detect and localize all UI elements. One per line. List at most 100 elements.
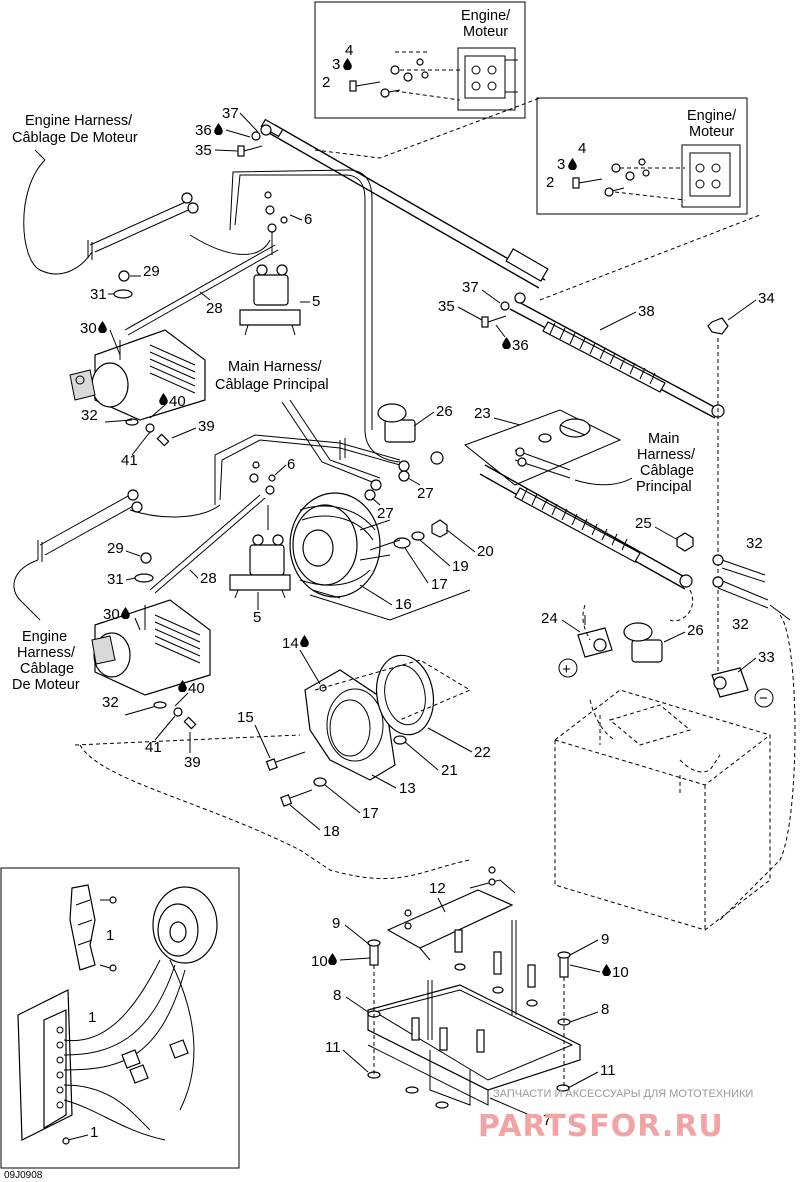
main-harness-right-3: Câblage (640, 463, 694, 479)
num-19: 19 (452, 558, 469, 575)
cable-38 (509, 214, 761, 419)
main-harness-right-2: Harness/ (637, 447, 696, 463)
drop-icon (214, 123, 223, 135)
solenoid-lower (229, 461, 291, 599)
num-31-upper: 31 (90, 286, 107, 303)
num-20: 20 (477, 543, 494, 560)
num-37: 37 (222, 105, 239, 122)
num-32-right-lower: 32 (732, 616, 749, 633)
num-29-upper: 29 (143, 263, 160, 280)
drop-icon (121, 607, 130, 619)
num-30-upper: 30 (80, 320, 97, 337)
watermark-logo: PARTSFOR.RU (478, 1109, 724, 1144)
nut-29-lower (140, 552, 152, 564)
bolt-35-37-upper (237, 124, 272, 157)
num-17-lower: 17 (362, 805, 379, 822)
inset-engine-top: 4 3 2 Engine/ Moteur (314, 1, 526, 119)
main-harness-right-1: Main (648, 431, 679, 447)
cable-38-lower (463, 409, 693, 590)
num-40-lower: 40 (188, 680, 205, 697)
negative-sign: − (759, 690, 768, 707)
num-9-right: 9 (601, 931, 609, 948)
engine-harness-lower-4: De Moteur (12, 677, 80, 693)
engine-harness-lower-1: Engine (22, 629, 67, 645)
tray-hardware (367, 920, 571, 1109)
nut-20 (431, 519, 448, 538)
num-38: 38 (638, 303, 655, 320)
engine-harness-top-1: Engine Harness/ (25, 113, 133, 129)
washer-31-upper (113, 289, 133, 299)
drop-icon (343, 58, 352, 70)
num-30-lower: 30 (103, 606, 120, 623)
num-12: 12 (429, 880, 446, 897)
num-21: 21 (441, 762, 458, 779)
num-39-upper: 39 (198, 418, 215, 435)
num-5-lower: 5 (253, 609, 261, 626)
num-33: 33 (758, 649, 775, 666)
num-27-lower: 27 (377, 505, 394, 522)
num-6-upper: 6 (304, 211, 312, 228)
num-31-lower: 31 (107, 571, 124, 588)
battery-holder-12 (386, 866, 516, 961)
drop-icon (502, 337, 511, 349)
drop-icon (300, 635, 309, 647)
connector-26-lower (623, 622, 663, 663)
num-5-upper: 5 (312, 293, 320, 310)
engine-harness-wires-lower (13, 489, 221, 621)
washer-17 (393, 537, 411, 549)
inset-wiring-bottom: 1 1 1 (0, 867, 240, 1169)
engine-harness-top-2: Câblage De Moteur (12, 130, 138, 146)
num-6-lower: 6 (287, 456, 295, 473)
num-16: 16 (395, 596, 412, 613)
starter-lower (91, 599, 211, 696)
main-harness-2: Câblage Principal (215, 377, 329, 393)
num-18: 18 (323, 823, 340, 840)
num-4: 4 (345, 42, 353, 59)
num-15: 15 (237, 709, 254, 726)
num-28-upper: 28 (206, 300, 223, 317)
num-36-right: 36 (512, 337, 529, 354)
num-9-left: 9 (332, 915, 340, 932)
num-1b: 1 (88, 1009, 96, 1026)
drop-icon (328, 953, 337, 965)
num-34: 34 (758, 290, 775, 307)
num-11-right: 11 (600, 1062, 616, 1079)
engine-label-line1: Engine/ (461, 8, 511, 24)
cable-upper (260, 97, 549, 289)
connector-26-upper (377, 403, 444, 465)
main-harness-right-4: Principal (636, 479, 692, 495)
num-24: 24 (541, 610, 558, 627)
washer-19 (411, 531, 425, 541)
terminal-23 (514, 418, 591, 479)
num-4b: 4 (578, 140, 586, 157)
gasket-22 (375, 654, 435, 736)
num-35-right: 35 (438, 298, 455, 315)
battery (554, 689, 771, 931)
num-25: 25 (635, 515, 652, 532)
engine-block-sketch-1 (457, 47, 518, 111)
clamp-24 (577, 615, 613, 658)
num-32-right-upper: 32 (746, 535, 763, 552)
engine-label-line2: Moteur (463, 24, 508, 40)
num-28-lower: 28 (200, 570, 217, 587)
starter-upper (69, 329, 206, 421)
nut-29-upper (118, 270, 130, 282)
cable-28-upper (124, 244, 279, 336)
num-2: 2 (322, 74, 330, 91)
bolt-2 (349, 80, 381, 92)
callouts: 37 36 35 6 29 31 28 5 30 32 41 40 39 35 … (80, 105, 775, 1129)
num-8-right: 8 (601, 1001, 609, 1018)
cable-28-lower (149, 494, 266, 594)
num-32-lower: 32 (102, 694, 119, 711)
diagram-code: 09J0908 (4, 1170, 43, 1181)
num-10-left: 10 (311, 953, 328, 970)
bolt-15 (265, 751, 306, 771)
num-3b: 3 (557, 156, 565, 173)
positive-sign: + (562, 661, 571, 678)
num-11-left: 11 (325, 1039, 341, 1056)
num-3: 3 (332, 56, 340, 73)
num-32-upper: 32 (81, 407, 98, 424)
wire-harness-loop-lower (214, 399, 410, 505)
num-27-upper: 27 (417, 485, 434, 502)
